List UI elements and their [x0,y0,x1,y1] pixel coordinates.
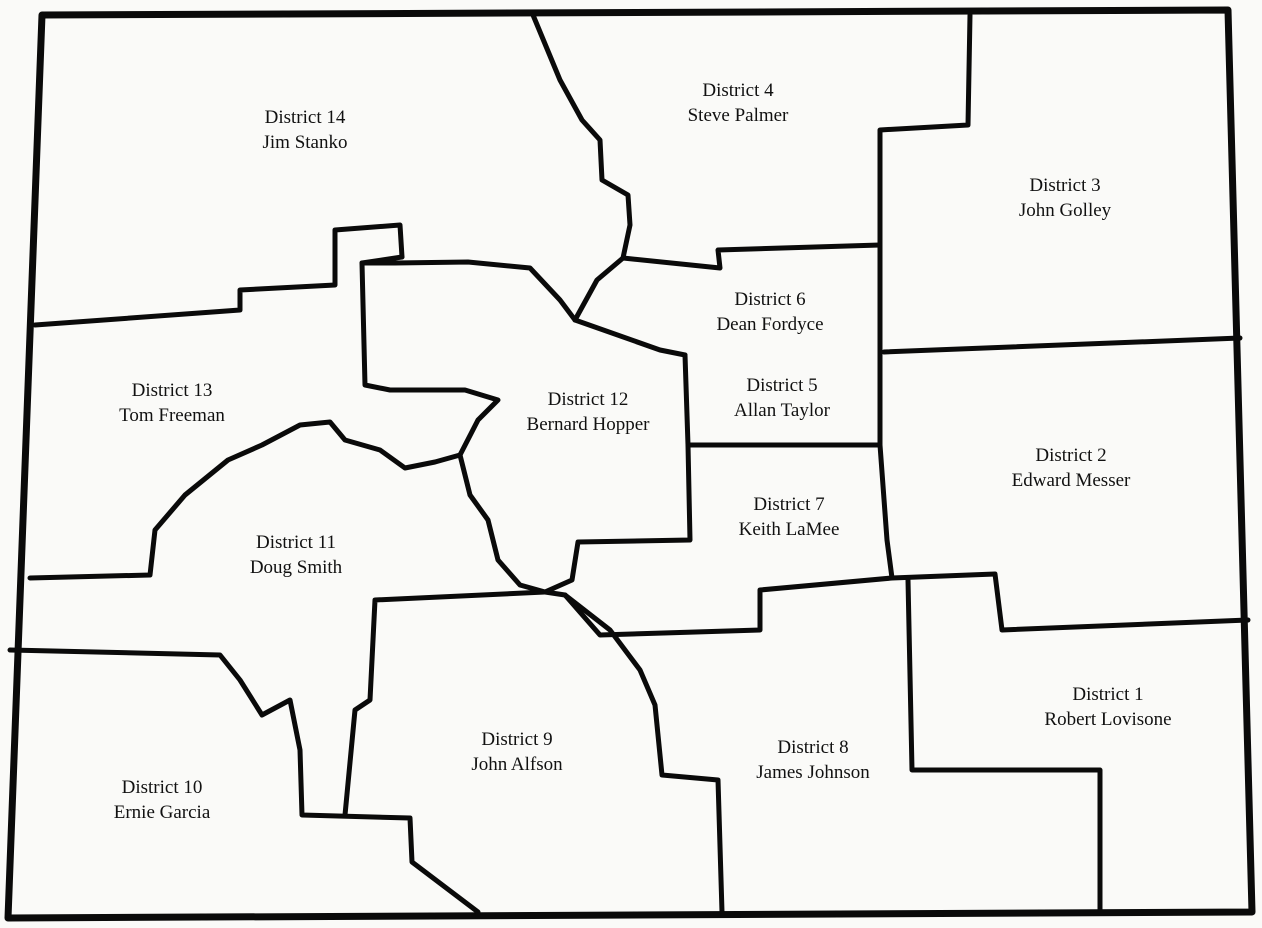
district-12-label: District 12 Bernard Hopper [527,387,650,437]
district-5-label: District 5 Allan Taylor [734,373,830,423]
boundary-9-8 [562,592,725,915]
boundary-12-11 [457,452,568,598]
district-rep: Steve Palmer [687,105,789,126]
boundary-13-11 [27,419,463,581]
boundary-4-6 [620,242,883,271]
district-rep: Allan Taylor [734,400,830,421]
district-name: District 9 [481,729,553,750]
district-14-label: District 14 Jim Stanko [263,105,348,155]
district-6-label: District 6 Dean Fordyce [716,287,823,337]
boundary-east-column [877,12,973,581]
district-9-label: District 9 John Alfson [471,727,562,777]
district-rep: Tom Freeman [119,405,225,426]
boundary-3-2 [881,335,1243,355]
district-8-label: District 8 James Johnson [756,735,869,785]
district-rep: John Golley [1018,200,1112,221]
district-10-label: District 10 Ernie Garcia [114,775,211,825]
district-name: District 14 [264,107,346,128]
district-name: District 1 [1072,684,1144,705]
boundary-14-13 [32,222,405,328]
district-rep: Dean Fordyce [716,314,824,335]
boundary-10-11 [7,647,481,915]
boundary-11-9 [342,589,548,818]
boundary-12-14 [359,259,688,358]
district-rep: Robert Lovisone [1044,709,1172,730]
district-name: District 11 [255,532,337,553]
district-rep: Ernie Garcia [113,802,211,823]
district-name: District 10 [121,777,203,798]
district-name: District 3 [1029,175,1101,196]
district-rep: Edward Messer [1011,470,1131,491]
boundary-7-8 [562,571,1251,638]
district-rep: Bernard Hopper [526,414,650,435]
district-name: District 12 [547,389,629,410]
district-name: District 13 [131,380,213,401]
district-name: District 2 [1035,445,1107,466]
boundary-8-1 [905,577,1103,915]
district-rep: John Alfson [471,754,563,775]
district-rep: Doug Smith [249,557,343,578]
boundary-12-top [359,254,501,458]
district-4-label: District 4 Steve Palmer [688,78,789,128]
district-1-label: District 1 Robert Lovisone [1044,682,1171,732]
outer-border [4,6,1256,922]
district-13-label: District 13 Tom Freeman [119,378,225,428]
district-name: District 8 [777,737,849,758]
boundary-14-4 [530,12,633,323]
district-2-label: District 2 Edward Messer [1012,443,1131,493]
district-name: District 6 [734,289,806,310]
district-11-label: District 11 Doug Smith [250,530,342,580]
boundary-12-5-7 [542,352,693,595]
district-rep: Jim Stanko [262,132,348,153]
district-name: District 5 [746,375,818,396]
district-3-label: District 3 John Golley [1019,173,1111,223]
district-rep: Keith LaMee [738,519,840,540]
district-7-label: District 7 Keith LaMee [739,492,840,542]
district-name: District 4 [702,80,774,101]
district-rep: James Johnson [756,762,870,783]
district-name: District 7 [753,494,825,515]
